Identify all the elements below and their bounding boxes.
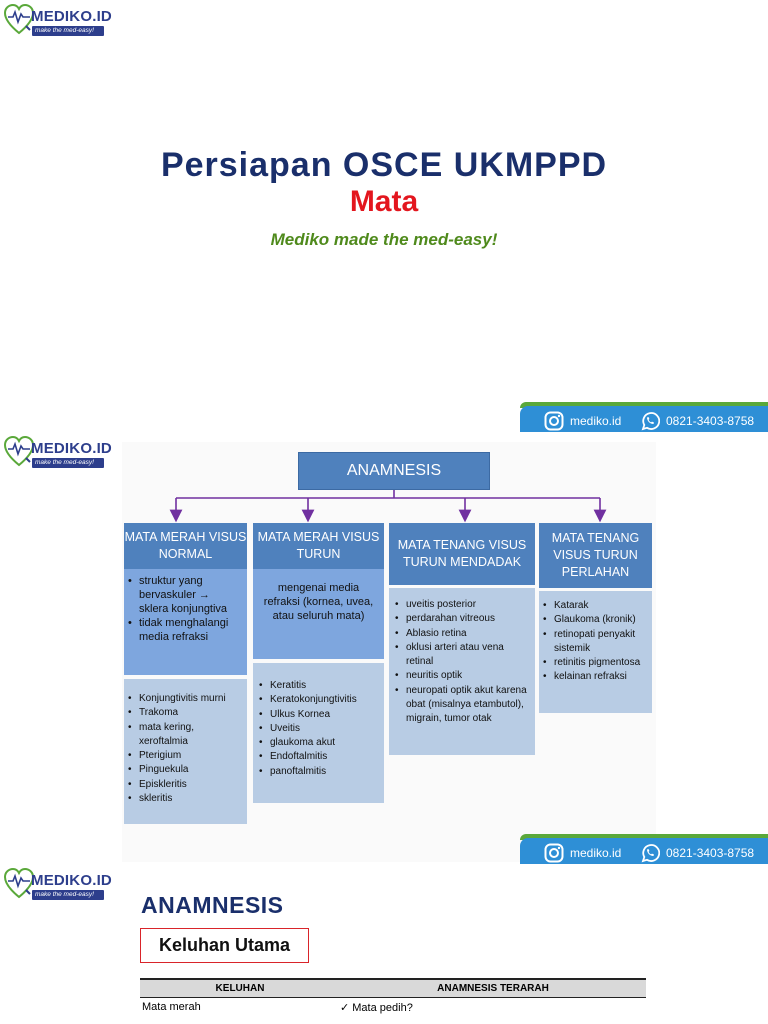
disease-item: Konjungtivitis murni xyxy=(126,692,245,707)
disease-item: perdarahan vitreous xyxy=(393,612,531,627)
title-slide: MEDIKO.ID make the med-easy! Persiapan O… xyxy=(0,0,768,432)
instagram-handle: mediko.id xyxy=(570,414,622,428)
brand-tagline: make the med-easy! xyxy=(32,26,104,36)
slide-title: Persiapan OSCE UKMPPD xyxy=(160,146,608,184)
instagram-icon xyxy=(544,411,564,431)
disease-item: Keratokonjungtivitis xyxy=(257,693,382,708)
disease-item: Pterigium xyxy=(126,749,245,764)
brand-name: MEDIKO.ID xyxy=(31,872,112,889)
disease-item: panoftalmitis xyxy=(257,765,382,780)
disease-item: neuropati optik akut karena obat (misaln… xyxy=(393,684,531,727)
column-features-mata-merah-visus-turun: mengenai media refraksi (kornea, uvea, a… xyxy=(253,569,384,659)
feature-item: struktur yang bervaskuler → sklera konju… xyxy=(126,574,242,616)
feature-item: tidak menghalangi media refraksi xyxy=(126,616,242,644)
disease-item: oklusi arteri atau vena retinal xyxy=(393,641,531,670)
disease-item: retinopati penyakit sistemik xyxy=(541,628,649,657)
disease-item: neuritis optik xyxy=(393,669,531,684)
brand-tagline: make the med-easy! xyxy=(32,890,104,900)
column-header-mata-merah-visus-normal: MATA MERAH VISUS NORMAL xyxy=(124,523,247,569)
contact-bar-accent xyxy=(520,834,768,840)
disease-item: mata kering, xeroftalmia xyxy=(126,721,245,750)
brand-name: MEDIKO.ID xyxy=(31,8,112,25)
disease-item: Glaukoma (kronik) xyxy=(541,613,649,628)
logo-eye-heart-icon xyxy=(4,4,34,35)
diagram-arrows xyxy=(169,490,607,523)
instagram-handle: mediko.id xyxy=(570,846,622,860)
cell-anamnesis: ✓ Mata pedih? xyxy=(340,1001,413,1014)
disease-item: kelainan refraksi xyxy=(541,670,649,685)
brand-logo: MEDIKO.ID make the med-easy! xyxy=(4,436,112,470)
disease-item: glaukoma akut xyxy=(257,736,382,751)
disease-item: Katarak xyxy=(541,599,649,614)
anamnesis-root-box: ANAMNESIS xyxy=(298,452,490,490)
logo-eye-heart-icon xyxy=(4,436,34,467)
disease-item: Keratitis xyxy=(257,679,382,694)
contact-bar-accent xyxy=(520,402,768,408)
whatsapp-number: 0821-3403-8758 xyxy=(666,846,755,860)
disease-item: uveitis posterior xyxy=(393,598,531,613)
keluhan-table: KELUHAN ANAMNESIS TERARAH Mata merah ✓ M… xyxy=(140,978,646,1016)
disease-item: skleritis xyxy=(126,792,245,807)
header-keluhan: KELUHAN xyxy=(215,983,265,994)
feature-text: mengenai media refraksi (kornea, uvea, a… xyxy=(263,582,374,622)
contact-bar: mediko.id 0821-3403-8758 xyxy=(520,402,768,432)
table-header: KELUHAN ANAMNESIS TERARAH xyxy=(140,978,646,998)
instagram-icon xyxy=(544,843,564,863)
keluhan-utama-slide: MEDIKO.ID make the med-easy! ANAMNESIS K… xyxy=(0,864,768,1024)
table-row: Mata merah ✓ Mata pedih? xyxy=(140,998,646,1016)
cell-keluhan: Mata merah xyxy=(142,1001,201,1013)
brand-logo: MEDIKO.ID make the med-easy! xyxy=(4,868,112,902)
slide-tagline: Mediko made the med-easy! xyxy=(270,230,498,249)
slide-subtitle: Mata xyxy=(349,185,419,218)
whatsapp-icon xyxy=(641,844,660,863)
column-header-mata-merah-visus-turun: MATA MERAH VISUS TURUN xyxy=(253,523,384,569)
column-diseases-mata-tenang-visus-turun-mendadak: uveitis posterior perdarahan vitreous Ab… xyxy=(389,588,535,755)
column-diseases-mata-merah-visus-normal: Konjungtivitis murni Trakoma mata kering… xyxy=(124,679,247,824)
column-diseases-mata-tenang-visus-turun-perlahan: Katarak Glaukoma (kronik) retinopati pen… xyxy=(539,591,652,713)
column-header-mata-tenang-visus-turun-mendadak: MATA TENANG VISUS TURUN MENDADAK xyxy=(389,523,535,585)
disease-item: Ulkus Kornea xyxy=(257,708,382,723)
whatsapp-number: 0821-3403-8758 xyxy=(666,414,755,428)
column-header-mata-tenang-visus-turun-perlahan: MATA TENANG VISUS TURUN PERLAHAN xyxy=(539,523,652,588)
column-features-mata-merah-visus-normal: struktur yang bervaskuler → sklera konju… xyxy=(124,569,247,675)
logo-eye-heart-icon xyxy=(4,868,34,899)
column-diseases-mata-merah-visus-turun: Keratitis Keratokonjungtivitis Ulkus Kor… xyxy=(253,663,384,803)
disease-item: Endoftalmitis xyxy=(257,750,382,765)
whatsapp-icon xyxy=(641,412,660,431)
brand-logo: MEDIKO.ID make the med-easy! xyxy=(4,4,112,38)
contact-bar: mediko.id 0821-3403-8758 xyxy=(520,834,768,864)
disease-item: Pinguekula xyxy=(126,763,245,778)
disease-item: Ablasio retina xyxy=(393,627,531,642)
brand-name: MEDIKO.ID xyxy=(31,440,112,457)
keluhan-utama-label: Keluhan Utama xyxy=(140,928,309,963)
section-title: ANAMNESIS xyxy=(141,892,284,918)
disease-item: retinitis pigmentosa xyxy=(541,656,649,671)
disease-item: Uveitis xyxy=(257,722,382,737)
disease-item: Trakoma xyxy=(126,706,245,721)
header-anamnesis-terarah: ANAMNESIS TERARAH xyxy=(437,983,549,994)
brand-tagline: make the med-easy! xyxy=(32,458,104,468)
anamnesis-diagram-slide: MEDIKO.ID make the med-easy! ANAMNESIS M… xyxy=(0,432,768,864)
disease-item: Episkleritis xyxy=(126,778,245,793)
